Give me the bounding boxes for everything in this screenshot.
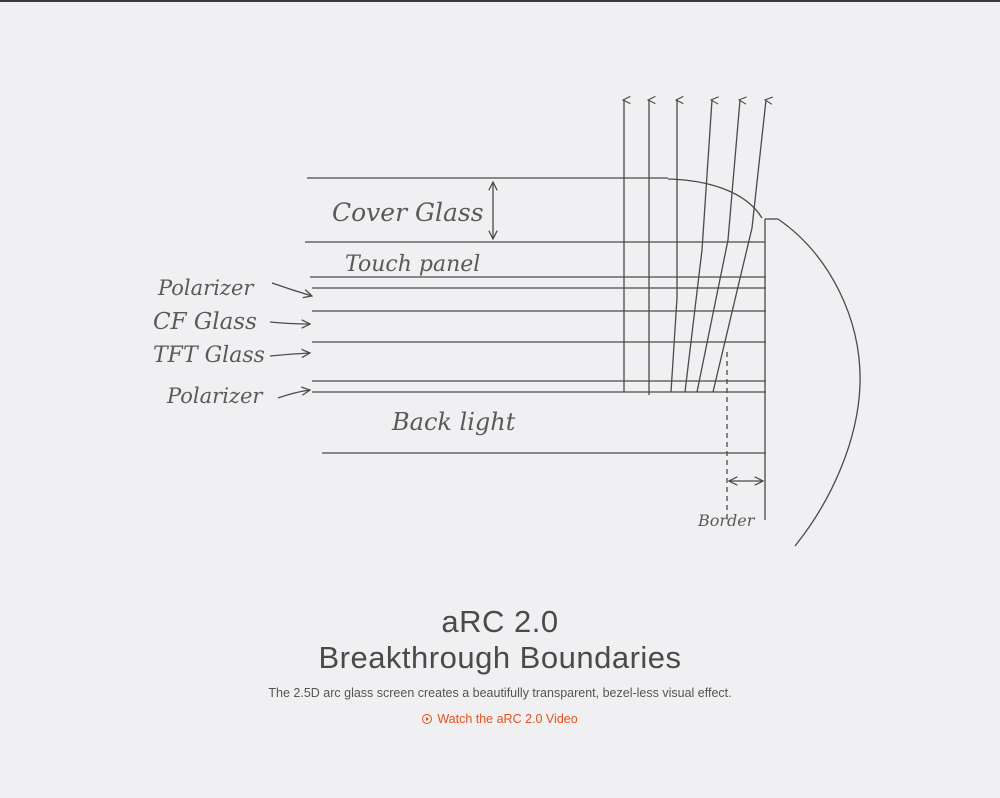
light-ray-5 — [696, 100, 740, 393]
outer-curve — [777, 218, 861, 547]
polarizer-bottom-pointer — [277, 390, 310, 399]
play-icon — [422, 714, 433, 724]
watch-video-link[interactable]: Watch the aRC 2.0 Video — [422, 712, 578, 726]
cover-glass-arc — [667, 178, 763, 219]
polarizer-top-label: Polarizer — [157, 276, 255, 300]
light-ray-3 — [670, 100, 677, 393]
cf-glass-pointer — [269, 322, 310, 324]
watch-video-label: Watch the aRC 2.0 Video — [437, 712, 578, 726]
polarizer-top-pointer — [271, 282, 312, 296]
title-line-2: Breakthrough Boundaries — [318, 640, 682, 675]
light-ray-4 — [684, 100, 712, 393]
screen-layers-diagram: Cover Glass Touch panel Polarizer CF Gla… — [153, 0, 861, 547]
top-border — [0, 0, 1000, 2]
touch-panel-label: Touch panel — [345, 252, 480, 277]
cf-glass-label: CF Glass — [153, 309, 257, 335]
back-light-label: Back light — [391, 408, 516, 436]
polarizer-bottom-label: Polarizer — [166, 384, 264, 408]
description: The 2.5D arc glass screen creates a beau… — [268, 686, 732, 700]
cover-glass-label: Cover Glass — [332, 198, 484, 227]
title-line-1: aRC 2.0 — [441, 604, 559, 639]
border-label: Border — [697, 511, 756, 530]
caption: aRC 2.0 Breakthrough Boundaries The 2.5D… — [0, 604, 1000, 729]
tft-glass-label: TFT Glass — [153, 343, 265, 368]
tft-glass-pointer — [269, 353, 310, 356]
light-ray-6 — [712, 100, 766, 393]
